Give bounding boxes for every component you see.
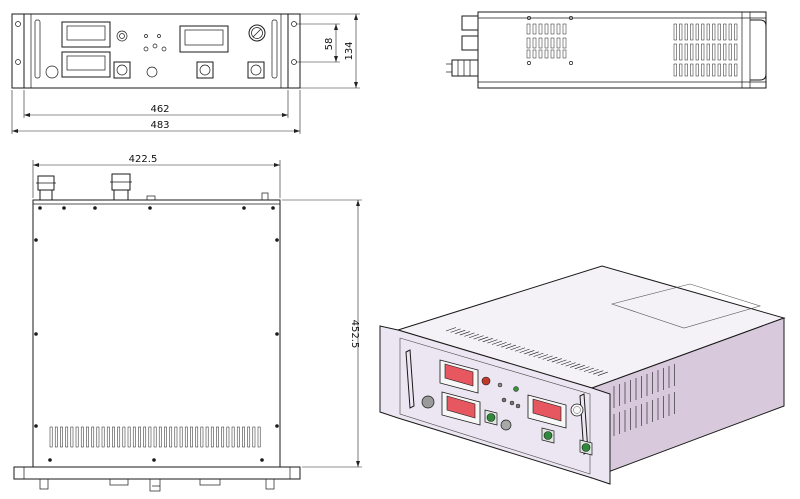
side-view bbox=[446, 11, 767, 89]
vent-grille bbox=[526, 23, 567, 59]
indicator-lamp bbox=[116, 30, 128, 42]
iso-handle-left bbox=[405, 349, 415, 409]
iso-output-socket bbox=[541, 427, 555, 444]
iso-power-knob bbox=[421, 395, 435, 409]
rack-hole bbox=[291, 59, 297, 65]
dim-depth-width: 422.5 bbox=[129, 154, 158, 165]
iso-adjust-knob bbox=[500, 419, 512, 431]
screw-set bbox=[34, 206, 279, 462]
dim-panel-height: 134 bbox=[344, 41, 355, 60]
rear-connector bbox=[451, 59, 479, 77]
output-socket bbox=[247, 61, 265, 79]
iso-meter bbox=[439, 359, 479, 394]
iso-indicator-red bbox=[481, 376, 491, 386]
side-handle bbox=[750, 19, 767, 81]
dim-overall-width: 483 bbox=[150, 120, 169, 131]
rear-connector bbox=[461, 15, 479, 31]
vent-grille bbox=[673, 23, 738, 77]
meter-display bbox=[179, 25, 229, 53]
iso-meter bbox=[441, 391, 481, 426]
iso-output-socket bbox=[484, 409, 498, 426]
rack-hole bbox=[291, 21, 297, 27]
vent-grille bbox=[613, 364, 675, 436]
front-view: 462 483 134 58 bbox=[11, 13, 360, 134]
rear-connector bbox=[461, 35, 479, 51]
dim-handle-spacing: 58 bbox=[324, 38, 335, 51]
iso-gauge bbox=[570, 403, 584, 417]
isometric-view bbox=[379, 265, 786, 485]
meter-display bbox=[61, 21, 111, 48]
meter-display bbox=[61, 51, 111, 78]
iso-front-panel bbox=[379, 325, 611, 485]
top-view: 422.5 452.5 bbox=[13, 154, 362, 492]
iso-meter bbox=[527, 394, 567, 429]
dim-depth: 452.5 bbox=[349, 320, 360, 349]
iso-output-socket bbox=[579, 439, 593, 456]
handle-right bbox=[271, 19, 278, 79]
power-knob bbox=[45, 65, 59, 79]
output-socket bbox=[196, 61, 214, 79]
pressure-gauge bbox=[248, 24, 266, 42]
dim-rack-width: 462 bbox=[150, 104, 169, 115]
side-body bbox=[477, 11, 767, 89]
adjust-knob bbox=[146, 66, 158, 78]
rack-hole bbox=[15, 21, 21, 27]
rack-hole bbox=[15, 59, 21, 65]
top-front-panel bbox=[13, 466, 301, 480]
vent-grille bbox=[445, 327, 608, 376]
iso-top-lid bbox=[610, 283, 762, 329]
output-socket bbox=[113, 61, 131, 79]
handle-left bbox=[34, 19, 41, 79]
vent-grille bbox=[49, 426, 261, 448]
